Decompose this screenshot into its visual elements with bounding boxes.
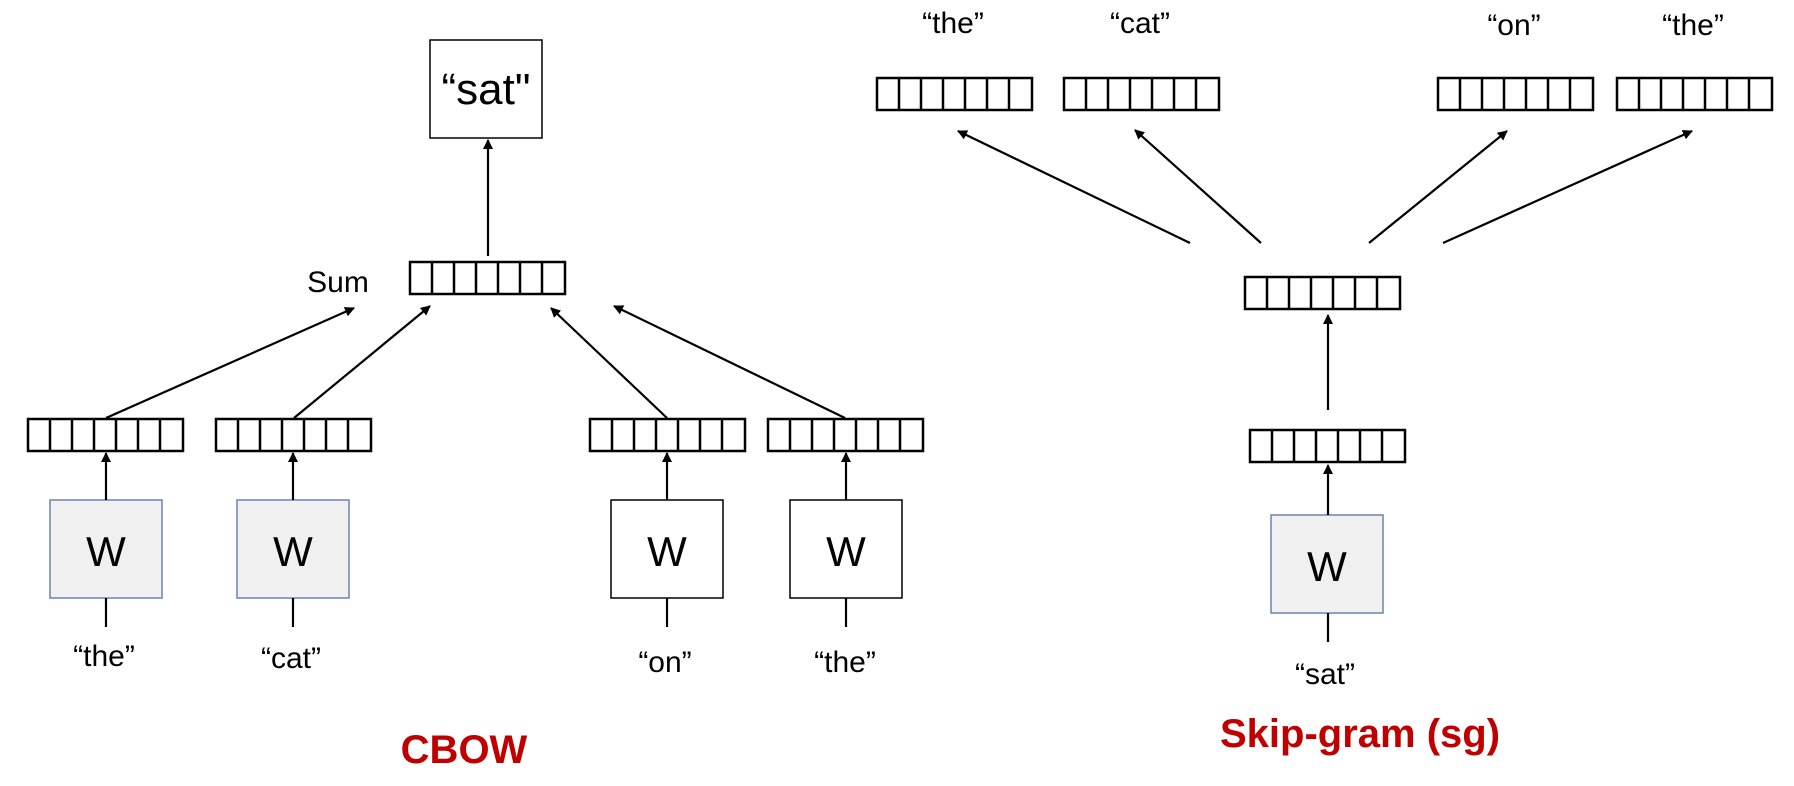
cbow-context-vector-2 (214, 417, 373, 453)
skipgram-output-vector-3 (1436, 76, 1595, 112)
cbow-weight-box-1 (49, 499, 163, 599)
cbow-weight-box-3 (610, 499, 724, 599)
skipgram-context-word-3: “on” (1487, 9, 1540, 42)
cbow-diagram: “sat" Sum (26, 39, 925, 772)
skipgram-hidden-to-output-1-arrow (957, 130, 1191, 244)
cbow-weight-label-2: W (273, 528, 313, 575)
skipgram-diagram: “the” “cat” “on” “the” (875, 7, 1774, 756)
cbow-weight-label-4: W (826, 528, 866, 575)
cbow-context-2-to-sum-arrow (293, 305, 431, 419)
cbow-weight-box-2 (236, 499, 350, 599)
cbow-caption: CBOW (401, 728, 528, 772)
skipgram-caption: Skip-gram (sg) (1220, 712, 1500, 756)
skipgram-hidden-to-output-4-arrow (1442, 129, 1693, 245)
cbow-context-word-3: “on” (638, 646, 691, 679)
cbow-context-1-to-sum-arrow (105, 306, 355, 420)
skipgram-context-word-1: “the” (922, 7, 984, 40)
cbow-context-vector-3 (588, 417, 747, 453)
skipgram-output-vector-2 (1062, 76, 1221, 112)
skipgram-context-word-4: “the” (1662, 9, 1724, 42)
skipgram-input-vector (1248, 428, 1407, 464)
skipgram-weight-label: W (1307, 543, 1347, 590)
skipgram-output-vector-4 (1615, 76, 1774, 112)
cbow-context-3-to-sum-arrow (550, 307, 668, 419)
cbow-weight-box-4 (789, 499, 903, 599)
cbow-context-4-to-sum-arrow (613, 305, 846, 419)
cbow-context-vector-4 (766, 417, 925, 453)
cbow-weight-label-1: W (86, 528, 126, 575)
skipgram-input-word: “sat” (1295, 658, 1355, 691)
cbow-output-word: “sat" (442, 65, 531, 114)
cbow-weight-label-3: W (647, 528, 687, 575)
cbow-sum-label: Sum (307, 266, 369, 299)
cbow-context-word-1: “the” (73, 640, 135, 673)
skipgram-output-vector-1 (875, 76, 1034, 112)
skipgram-context-word-2: “cat” (1110, 7, 1170, 40)
skipgram-hidden-to-output-2-arrow (1134, 129, 1262, 244)
skipgram-hidden-to-output-3-arrow (1368, 130, 1508, 244)
cbow-context-word-4: “the” (814, 646, 876, 679)
cbow-output-box (429, 39, 543, 139)
skipgram-hidden-vector (1243, 275, 1402, 311)
cbow-context-vector-1 (26, 417, 185, 453)
skipgram-weight-box (1270, 514, 1384, 614)
cbow-sum-vector (408, 260, 567, 296)
cbow-context-word-2: “cat” (261, 642, 321, 675)
